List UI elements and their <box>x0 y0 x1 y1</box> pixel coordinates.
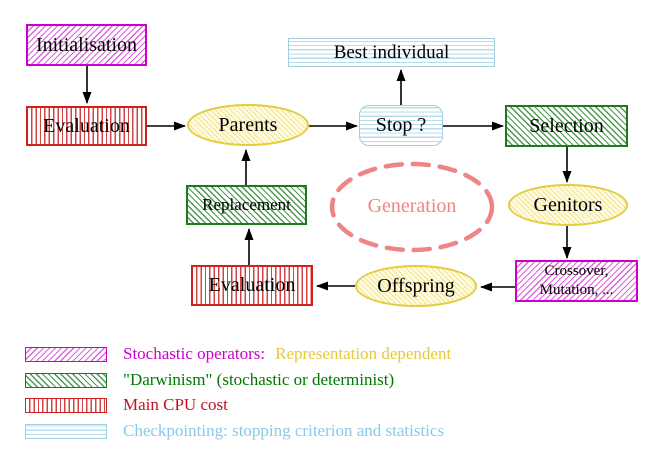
node-replacement: Replacement <box>186 185 307 225</box>
legend-row-checkpointing: Checkpointing: stopping criterion and st… <box>25 421 444 441</box>
legend-row-main-cpu-cost: Main CPU cost <box>25 395 228 415</box>
node-initialisation-label: Initialisation <box>35 33 138 56</box>
legend-text-checkpointing: Checkpointing: stopping criterion and st… <box>123 421 445 440</box>
node-evaluation-bottom: Evaluation <box>191 265 313 306</box>
legend-text-stochastic-operators: Stochastic operators: <box>123 344 266 363</box>
node-genitors-label: Genitors <box>533 193 603 216</box>
crossover-line2: Mutation, ... <box>539 282 614 298</box>
node-replacement-label: Replacement <box>202 195 291 214</box>
legend-swatch-red-vertical-stripes <box>25 397 107 413</box>
legend-row-stochastic-operators: Stochastic operators: Representation dep… <box>25 344 451 364</box>
legend-row-darwinism: "Darwinism" (stochastic or determinist) <box>25 370 394 390</box>
legend-swatch-green-diagonal-hatch <box>25 372 107 388</box>
generation-dashed-ellipse <box>329 161 495 253</box>
legend-text-representation-dependent: Representation dependent <box>275 344 452 363</box>
node-crossover-mutation: Crossover, Mutation, ... <box>515 260 638 302</box>
node-evaluation-top-label: Evaluation <box>43 114 130 137</box>
legend-swatch-magenta-diagonal-hatch <box>25 346 107 362</box>
node-parents: Parents <box>187 104 309 146</box>
legend-swatch-cyan-horizontal-stripes <box>25 423 107 439</box>
node-best-individual-label: Best individual <box>333 41 450 63</box>
node-stop-label: Stop ? <box>375 114 427 136</box>
node-crossover-mutation-label: Crossover, Mutation, ... <box>540 262 614 300</box>
node-genitors: Genitors <box>508 184 628 226</box>
node-best-individual: Best individual <box>288 38 495 67</box>
node-evaluation-top: Evaluation <box>26 106 147 146</box>
flow-arrows <box>82 66 572 292</box>
node-stop: Stop ? <box>359 105 443 146</box>
node-evaluation-bottom-label: Evaluation <box>208 274 296 296</box>
node-parents-label: Parents <box>218 113 278 136</box>
legend-text-darwinism: "Darwinism" (stochastic or determinist) <box>123 370 395 389</box>
crossover-line1: Crossover, <box>544 263 609 280</box>
node-offspring-label: Offspring <box>377 274 455 297</box>
node-initialisation: Initialisation <box>26 24 147 66</box>
node-offspring: Offspring <box>355 265 477 307</box>
node-selection: Selection <box>505 105 628 147</box>
generation-label: Generation <box>367 195 457 217</box>
legend-text-main-cpu-cost: Main CPU cost <box>123 395 228 414</box>
node-selection-label: Selection <box>529 114 604 137</box>
